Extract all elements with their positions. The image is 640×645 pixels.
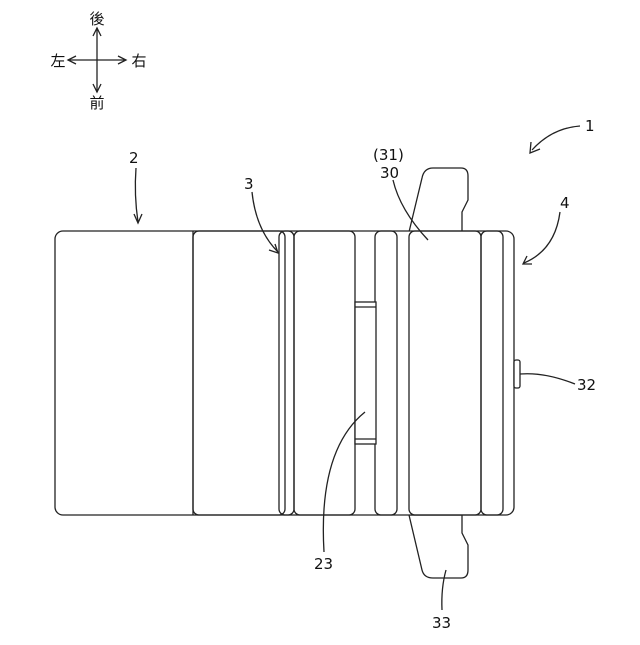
label-4: 4 (560, 194, 570, 212)
label-33: 33 (432, 614, 451, 632)
direction-compass: 後 前 左 右 (50, 10, 146, 112)
device-body (55, 231, 514, 515)
label-32: 32 (577, 376, 596, 394)
label-1: 1 (585, 117, 595, 135)
label-3: 3 (244, 175, 254, 193)
label-2: 2 (129, 149, 139, 167)
direction-back-label: 後 (89, 10, 104, 28)
direction-front-label: 前 (89, 94, 104, 112)
label-31: (31) (373, 146, 404, 164)
direction-left-label: 左 (50, 52, 65, 70)
direction-right-label: 右 (131, 52, 146, 70)
tab-part-33 (409, 515, 468, 578)
label-30: 30 (380, 164, 399, 182)
part-23-plate (355, 302, 376, 444)
label-23: 23 (314, 555, 333, 573)
part-32-button (514, 360, 520, 388)
tab-part-30 (409, 168, 468, 232)
